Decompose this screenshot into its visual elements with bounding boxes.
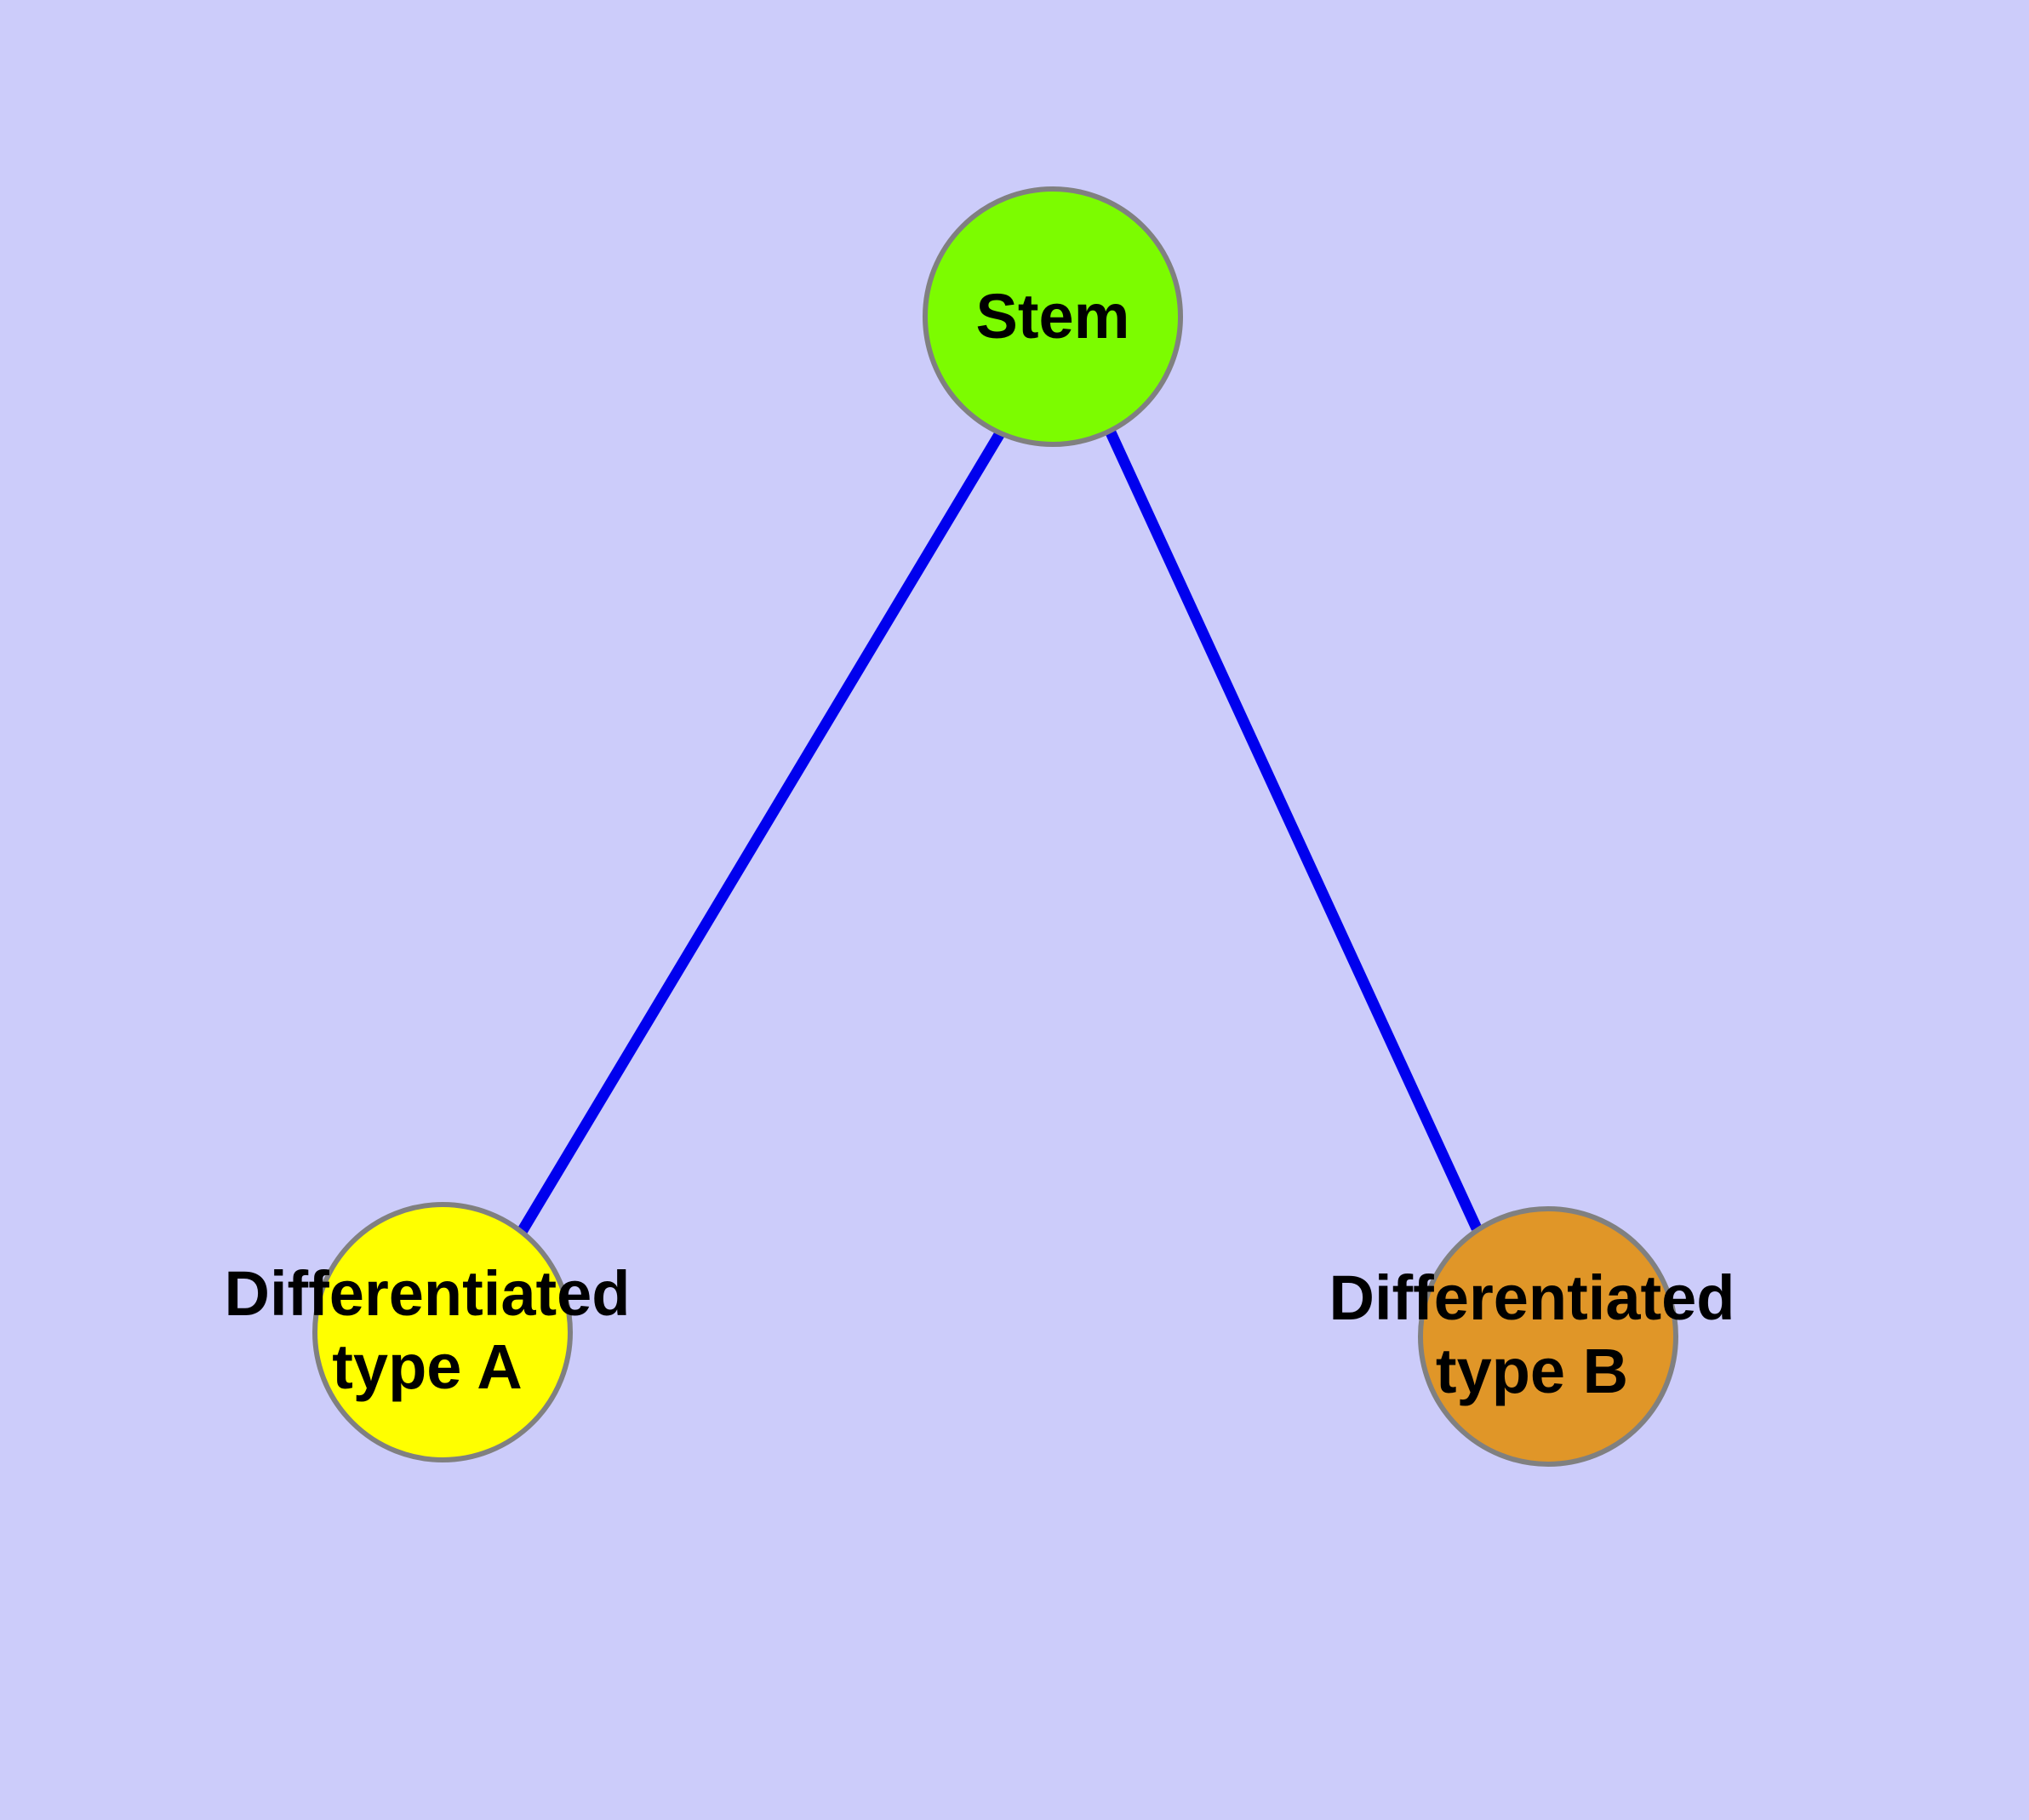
node-layer <box>312 186 1678 1467</box>
node-label-line: type A <box>332 1331 522 1402</box>
node-label-stem: Stem <box>976 281 1130 352</box>
edge-stem-to-diff_a[interactable] <box>517 430 1005 1235</box>
edge-stem-to-diff_b[interactable] <box>1106 430 1482 1231</box>
node-label-line: type B <box>1436 1336 1628 1406</box>
node-label-line: Stem <box>976 281 1130 352</box>
edge-layer <box>517 430 1482 1235</box>
node-stem[interactable] <box>923 186 1183 447</box>
node-label-line: Differentiated <box>225 1258 631 1329</box>
node-label-line: Differentiated <box>1329 1262 1735 1333</box>
node-diff_b[interactable] <box>1418 1206 1678 1467</box>
node-diff_a[interactable] <box>312 1202 573 1462</box>
